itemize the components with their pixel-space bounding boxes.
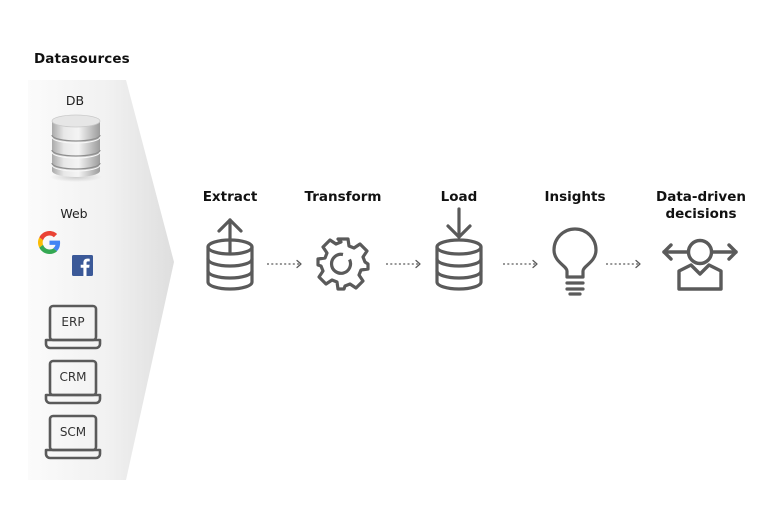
facebook-icon — [72, 255, 93, 276]
stage-load-label: Load — [440, 189, 478, 205]
person-arrows-icon — [662, 238, 738, 291]
stage-insights-label: Insights — [544, 189, 606, 205]
laptop-icon — [44, 414, 102, 460]
system-erp: ERP — [44, 304, 102, 354]
laptop-icon — [44, 359, 102, 405]
db-label: DB — [65, 93, 85, 108]
laptop-label: CRM — [59, 370, 87, 384]
laptop-label: SCM — [59, 425, 87, 439]
datasources-title: Datasources — [34, 51, 130, 67]
gear-icon — [316, 237, 370, 291]
dotted-arrow-icon — [386, 259, 421, 269]
dotted-arrow-icon — [267, 259, 302, 269]
dotted-arrow-icon — [503, 259, 538, 269]
dotted-arrow-icon — [606, 259, 641, 269]
stage-decisions-label: Data-driven decisions — [645, 189, 757, 223]
database-download-icon — [435, 207, 483, 291]
database-upload-icon — [206, 218, 254, 291]
web-label: Web — [60, 206, 88, 221]
system-crm: CRM — [44, 359, 102, 409]
google-icon — [38, 231, 61, 254]
stage-decisions-label-line2: decisions — [665, 206, 737, 222]
system-scm: SCM — [44, 414, 102, 464]
database-cylinder-icon — [50, 114, 102, 182]
laptop-icon — [44, 304, 102, 350]
laptop-label: ERP — [61, 315, 85, 329]
lightbulb-icon — [552, 227, 598, 296]
stage-decisions-label-line1: Data-driven — [656, 189, 746, 205]
stage-extract-label: Extract — [202, 189, 258, 205]
stage-transform-label: Transform — [304, 189, 382, 205]
